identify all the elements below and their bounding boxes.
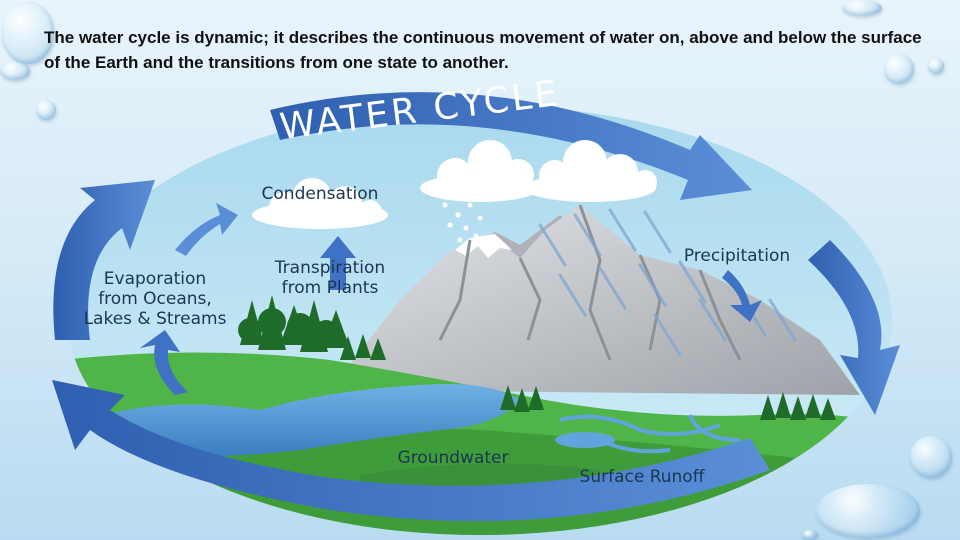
cycle-arrow-left — [53, 180, 156, 340]
water-droplet-decoration — [802, 530, 818, 540]
lake — [88, 384, 520, 456]
water-droplet-decoration — [816, 484, 920, 538]
water-droplet-decoration — [910, 436, 952, 478]
condensation-cloud — [252, 178, 388, 229]
precipitation-arrow — [722, 270, 762, 322]
water-droplet-decoration — [928, 58, 944, 74]
cycle-arrow-top — [270, 92, 752, 200]
mountain-ridges — [438, 204, 742, 361]
transpiration-arrow — [320, 236, 356, 290]
cycle-arrow-bottom — [52, 380, 770, 522]
water-droplet-decoration — [2, 2, 54, 64]
label-evaporation-line2: from Oceans, — [98, 289, 212, 309]
evaporation-arrow-upper — [175, 203, 238, 256]
runoff-pond — [555, 432, 615, 448]
precipitation-snow — [442, 202, 483, 243]
rain-cloud-right — [524, 140, 657, 202]
label-condensation: Condensation — [262, 184, 379, 204]
cycle-arrow-right — [808, 240, 900, 415]
label-groundwater: Groundwater — [398, 448, 509, 468]
evaporation-arrow — [140, 330, 188, 395]
forest-right — [340, 334, 836, 420]
water-droplet-decoration — [884, 54, 914, 84]
forest-left — [238, 295, 350, 352]
slide-caption: The water cycle is dynamic; it describes… — [44, 28, 922, 72]
water-droplet-decoration — [36, 100, 56, 120]
label-precipitation: Precipitation — [684, 246, 790, 266]
cycle-arrows — [52, 92, 900, 522]
process-arrows — [140, 203, 762, 395]
label-surface-runoff: Surface Runoff — [580, 467, 706, 487]
water-droplet-decoration — [842, 0, 882, 16]
water-droplet-decoration — [0, 62, 30, 80]
label-transpiration-line1: Transpiration — [274, 258, 385, 278]
label-evaporation-line1: Evaporation — [104, 269, 206, 289]
label-transpiration-line2: from Plants — [282, 278, 379, 298]
label-evaporation-line3: Lakes & Streams — [84, 309, 227, 329]
rain-cloud-left — [420, 140, 540, 202]
